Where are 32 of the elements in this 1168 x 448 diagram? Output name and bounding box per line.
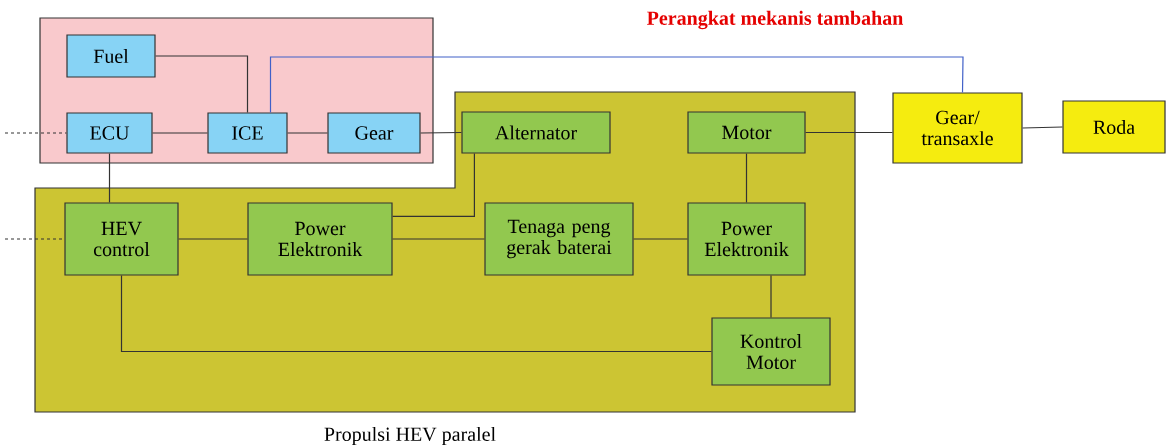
connector-line bbox=[633, 238, 688, 240]
heading-text: Perangkat mekanis tambahan bbox=[647, 10, 904, 30]
caption-text: Propulsi HEV paralel bbox=[324, 426, 496, 446]
connector-line bbox=[120, 275, 712, 353]
block-box: Motor bbox=[687, 111, 806, 154]
connector-line bbox=[178, 238, 248, 240]
connector-line bbox=[155, 55, 249, 113]
connector-line bbox=[4, 238, 65, 240]
connector-line bbox=[4, 132, 67, 134]
connector-line bbox=[108, 153, 111, 203]
block-box: Gear bbox=[327, 112, 421, 154]
connector-line bbox=[420, 131, 462, 134]
block-box: Power Elektronik bbox=[687, 202, 806, 276]
connector-line bbox=[287, 132, 328, 134]
block-box: HEV control bbox=[64, 202, 179, 276]
connector-line bbox=[392, 153, 475, 217]
block-box: Tenaga peng gerak baterai bbox=[484, 202, 634, 276]
connector-line bbox=[152, 132, 208, 134]
connector-line bbox=[745, 153, 748, 203]
connector-line bbox=[805, 131, 893, 134]
block-box: Alternator bbox=[461, 111, 611, 154]
connector-line bbox=[770, 275, 772, 318]
block-box: Kontrol Motor bbox=[711, 317, 831, 386]
block-box: ICE bbox=[207, 112, 288, 154]
block-box: ECU bbox=[66, 112, 153, 154]
block-box: Roda bbox=[1062, 100, 1166, 154]
connector-line bbox=[392, 238, 485, 240]
connector-line bbox=[1022, 126, 1063, 129]
block-box: Gear/ transaxle bbox=[892, 92, 1023, 164]
connector-line bbox=[269, 56, 964, 113]
block-box: Power Elektronik bbox=[247, 202, 393, 276]
block-box: Fuel bbox=[66, 34, 156, 78]
